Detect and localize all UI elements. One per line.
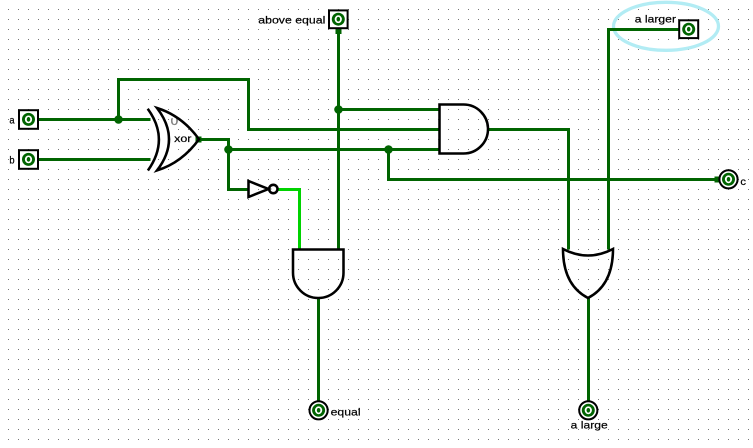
svg-text:equal: equal: [331, 406, 361, 418]
svg-text:0: 0: [171, 114, 179, 128]
svg-text:b: b: [9, 155, 14, 167]
svg-text:c: c: [740, 176, 746, 188]
svg-text:above equal: above equal: [258, 15, 325, 27]
svg-text:a: a: [9, 115, 14, 127]
svg-text:xor: xor: [174, 133, 192, 145]
svg-text:a large: a large: [571, 420, 608, 432]
svg-text:a larger: a larger: [635, 14, 677, 26]
